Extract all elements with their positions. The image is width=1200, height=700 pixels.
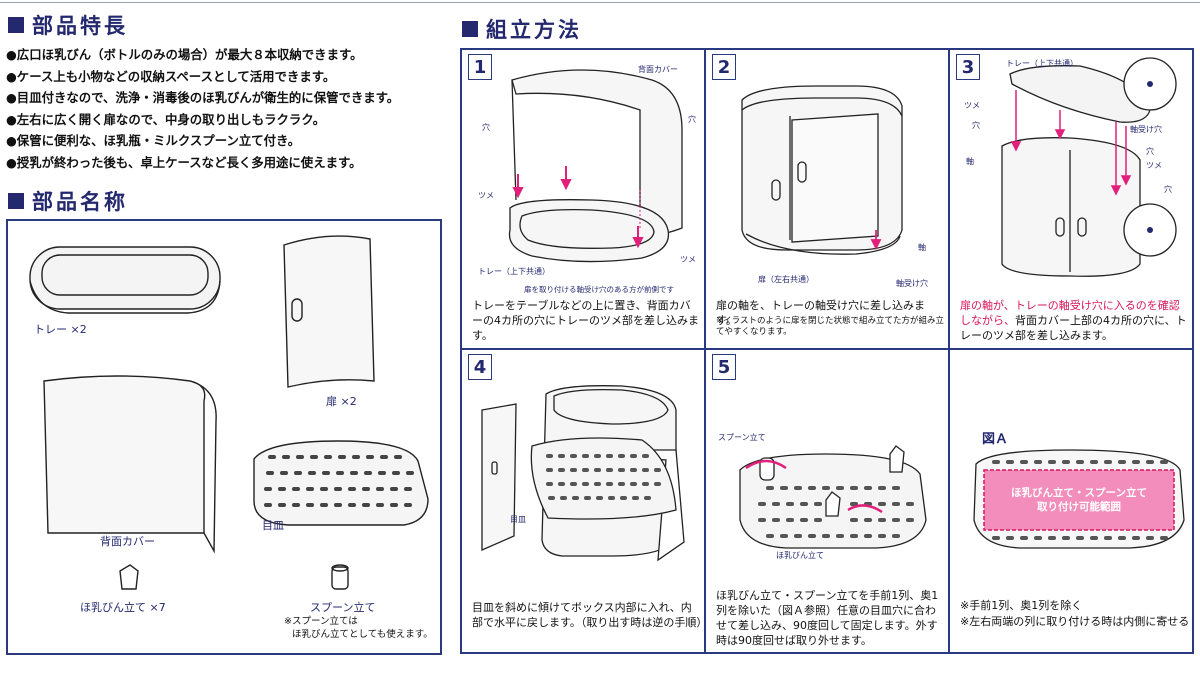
step-1-text: トレーをテーブルなどの上に置き、背面カバーの4カ所の穴にトレーのツメ部を差し込み… (472, 299, 699, 342)
range-label-line: ほ乳びん立て・スプーン立て (1011, 487, 1147, 499)
step-1-panel: 1 背面カバー 穴 穴 ツメ ツメ トレー（上下共通） 扉を取り付ける軸受け穴の… (460, 48, 706, 350)
label-tray: トレー（上下共通） (478, 267, 550, 276)
step-2-illustration (741, 85, 903, 255)
label-shaft-note: 扉を取り付ける軸受け穴のある方が前側です (524, 285, 674, 294)
label-shaft-hole: 軸受け穴 (896, 279, 928, 288)
step-1-illustration (508, 69, 683, 263)
parts-illustration (29, 235, 429, 590)
label-hole: 穴 (688, 115, 696, 124)
label-bottle-stand: ほ乳びん立て (776, 551, 824, 560)
spoon-note-line: ※スプーン立ては (284, 616, 358, 627)
figure-a-panel: 図Ａ ほ乳びん立て・スプーン立て 取り付け可能範囲 ※手前1列、奥1列を除く ※… (948, 348, 1194, 654)
label-tab: ツメ (1146, 161, 1162, 170)
feature-item: ●広口ほ乳びん（ボトルのみの場合）が最大８本収納できます。 (6, 47, 363, 62)
feature-item: ●保管に便利な、ほ乳瓶・ミルクスプーン立て付き。 (6, 133, 301, 148)
label-tab: ツメ (964, 101, 980, 110)
figure-a-note: ※手前1列、奥1列を除く (960, 599, 1083, 612)
feature-item: ●ケース上も小物などの収納スペースとして活用できます。 (6, 68, 336, 84)
feature-item: ●授乳が終わった後も、卓上ケースなど長く多用途に使えます。 (6, 154, 362, 170)
parts-box: トレー ×2 扉 ×2 背面カバー 目皿 ほ乳びん立て ×7 スプーン立て ※ス… (6, 219, 442, 655)
part-label-door: 扉 ×2 (326, 395, 357, 408)
label-shaft: 軸 (918, 243, 926, 252)
features-heading-text: 部品特長 (32, 14, 128, 38)
step-5-text: ほ乳びん立て・スプーン立てを手前1列、奥1列を除いた（図Ａ参照）任意の目皿穴に合… (716, 589, 939, 647)
figure-a-illustration (973, 449, 1185, 549)
feature-item: ●目皿付きなので、洗浄・消毒後のほ乳びんが衛生的に保管できます。 (6, 90, 400, 105)
label-hole: 穴 (972, 121, 980, 130)
step-number: 3 (956, 54, 980, 80)
range-label: ほ乳びん立て・スプーン立て 取り付け可能範囲 (984, 486, 1174, 514)
assembly-heading-text: 組立方法 (486, 18, 582, 42)
label-back-cover: 背面カバー (638, 65, 678, 74)
step-4-illustration (481, 385, 685, 562)
step-3-text-warning: 扉の軸が、トレーの軸受け穴に入るのを確認しながら、 (960, 299, 1180, 327)
step-5-panel: 5 スプーン立て ほ乳びん立て ほ乳びん立て・スプーン立てを手前1列、奥1列を除… (704, 348, 950, 654)
part-label-plate: 目皿 (262, 519, 284, 532)
parts-heading: 部品名称 (8, 186, 128, 216)
heading-square-icon (8, 193, 24, 209)
parts-heading-text: 部品名称 (32, 190, 128, 214)
label-tab: ツメ (478, 191, 494, 200)
label-door: 扉（左右共通） (758, 275, 814, 284)
feature-item: ●左右に広く開く扉なので、中身の取り出しもラクラク。 (6, 111, 326, 127)
step-number: 1 (468, 54, 492, 80)
heading-square-icon (462, 21, 478, 37)
step-number: 2 (712, 54, 736, 80)
label-tab: ツメ (680, 255, 696, 264)
step-2-note: ※イラストのように扉を閉じた状態で組み立てた方が組み立てやすくなります。 (716, 316, 944, 337)
step-4-panel: 4 目皿 目皿を斜めに傾けてボックス内部に入れ、内部で水平に戻します。（取り出す… (460, 348, 706, 654)
step-number: 5 (712, 354, 736, 380)
features-list: ●広口ほ乳びん（ボトルのみの場合）が最大８本収納できます。 ●ケース上も小物など… (6, 44, 456, 173)
step-5-illustration (739, 445, 927, 549)
step-2-text: 扉の軸を、トレーの軸受け穴に差し込みます。 (716, 299, 925, 327)
step-3-text: 扉の軸が、トレーの軸受け穴に入るのを確認しながら、背面カバー上部の4カ所の穴に、… (960, 298, 1190, 343)
features-heading: 部品特長 (8, 10, 128, 40)
step-3-text-body: 背面カバー上部の4カ所の穴に、トレーのツメ部を差し込みます。 (960, 314, 1187, 342)
step-3-panel: 3 トレー（上下共通） ツメ 穴 軸 軸受け穴 穴 ツメ 穴 扉の軸が、トレーの… (948, 48, 1194, 350)
label-hole: 穴 (482, 123, 490, 132)
spoon-note-line: ほ乳びん立てとしても使えます。 (292, 629, 433, 640)
step-2-panel: 2 扉（左右共通） 軸 軸受け穴 扉の軸を、トレーの軸受け穴に差し込みます。 ※… (704, 48, 950, 350)
label-spoon-stand: スプーン立て (718, 433, 766, 442)
label-plate: 目皿 (510, 515, 526, 524)
label-shaft: 軸 (966, 157, 974, 166)
label-shaft-hole: 軸受け穴 (1130, 125, 1162, 134)
step-4-text: 目皿を斜めに傾けてボックス内部に入れ、内部で水平に戻します。（取り出す時は逆の手… (472, 601, 706, 629)
figure-a-note: ※左右両端の列に取り付ける時は内側に寄せる (960, 615, 1190, 628)
label-hole: 穴 (1164, 185, 1172, 194)
figure-a-label: 図Ａ (982, 432, 1009, 447)
part-label-back-cover: 背面カバー (100, 535, 155, 548)
range-label-line: 取り付け可能範囲 (1037, 501, 1121, 513)
step-number: 4 (468, 354, 492, 380)
assembly-heading: 組立方法 (462, 14, 582, 44)
step-3-illustration (1001, 57, 1177, 277)
part-label-bottle-stand: ほ乳びん立て ×7 (80, 601, 166, 614)
part-label-tray: トレー ×2 (34, 323, 87, 336)
part-label-spoon-stand: スプーン立て (310, 601, 376, 614)
heading-square-icon (8, 17, 24, 33)
label-tray: トレー（上下共通） (1006, 59, 1078, 68)
spoon-note: ※スプーン立ては ほ乳びん立てとしても使えます。 (284, 615, 433, 641)
label-hole: 穴 (1146, 147, 1154, 156)
top-rule (0, 2, 1200, 3)
